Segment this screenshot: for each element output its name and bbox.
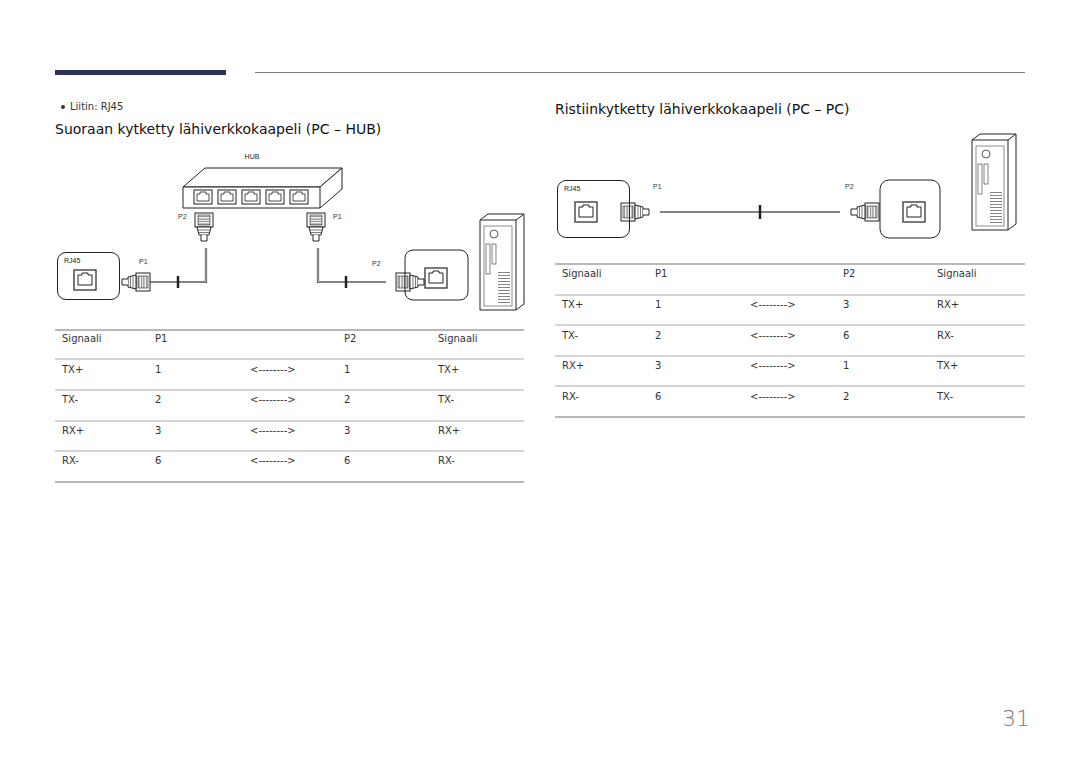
section-heading: Suoraan kytketty lähiverkkokaapeli (PC –… bbox=[55, 121, 381, 138]
table-cell: 1 bbox=[344, 364, 350, 376]
hub-port-socket bbox=[245, 192, 257, 201]
plug-label: P1 bbox=[653, 182, 662, 191]
table-cell: 3 bbox=[155, 425, 161, 437]
connector-name: RJ45 bbox=[564, 184, 580, 193]
table-cell: <--------> bbox=[250, 364, 296, 376]
hub-port-socket bbox=[269, 192, 281, 201]
hub-port bbox=[242, 190, 260, 204]
table-cell: 3 bbox=[843, 299, 849, 311]
table-cell: <--------> bbox=[250, 425, 296, 437]
table-cell: TX+ bbox=[62, 364, 83, 376]
table-cell: TX- bbox=[62, 394, 78, 406]
hub-outline bbox=[180, 152, 344, 210]
table-cell: 2 bbox=[344, 394, 350, 406]
table-cell: TX- bbox=[937, 391, 953, 403]
table-cell: P1 bbox=[655, 268, 667, 280]
table-cell: 1 bbox=[155, 364, 161, 376]
table-cell: TX- bbox=[562, 330, 578, 342]
hub-port-socket bbox=[197, 192, 209, 201]
page-number: 31 bbox=[1002, 706, 1030, 732]
hub-port-socket bbox=[293, 192, 305, 201]
table-cell: P1 bbox=[155, 333, 167, 345]
plug-label: P2 bbox=[845, 182, 854, 191]
table-cell: 6 bbox=[843, 330, 849, 342]
hub-port bbox=[266, 190, 284, 204]
plug-label: P1 bbox=[139, 257, 148, 266]
plug-label: P2 bbox=[178, 212, 187, 221]
table-cell: 1 bbox=[843, 360, 849, 372]
table-cell: 2 bbox=[843, 391, 849, 403]
table-cell: RX+ bbox=[438, 425, 460, 437]
table-cell: P2 bbox=[344, 333, 356, 345]
network-hub: HUB bbox=[180, 152, 344, 210]
table-cell: RX+ bbox=[937, 299, 959, 311]
table-cell: 2 bbox=[655, 330, 661, 342]
table-cell: TX+ bbox=[562, 299, 583, 311]
bullet-note: Liitin: RJ45 bbox=[70, 101, 123, 113]
table-cell: <--------> bbox=[250, 455, 296, 467]
table-cell: 6 bbox=[344, 455, 350, 467]
plug-label: P2 bbox=[372, 259, 381, 268]
table-cell: TX- bbox=[438, 394, 454, 406]
device-name: HUB bbox=[180, 152, 324, 161]
hub-port bbox=[194, 190, 212, 204]
table-cell: <--------> bbox=[750, 299, 796, 311]
table-cell: <--------> bbox=[750, 330, 796, 342]
table-cell: Signaali bbox=[62, 333, 102, 345]
table-cell: RX+ bbox=[562, 360, 584, 372]
table-cell: 3 bbox=[655, 360, 661, 372]
table-cell: Signaali bbox=[438, 333, 478, 345]
table-cell: <--------> bbox=[750, 360, 796, 372]
table-cell: TX+ bbox=[438, 364, 459, 376]
hub-port bbox=[218, 190, 236, 204]
hub-port bbox=[290, 190, 308, 204]
table-cell: RX- bbox=[62, 455, 79, 467]
table-cell: P2 bbox=[843, 268, 855, 280]
table-cell: <--------> bbox=[250, 394, 296, 406]
table-cell: RX- bbox=[562, 391, 579, 403]
table-cell: 3 bbox=[344, 425, 350, 437]
table-cell: RX+ bbox=[62, 425, 84, 437]
hub-front bbox=[183, 168, 342, 208]
rj45-port-box: RJ45 bbox=[557, 180, 630, 238]
table-cell: RX- bbox=[937, 330, 954, 342]
table-cell: 6 bbox=[655, 391, 661, 403]
table-cell: Signaali bbox=[937, 268, 977, 280]
table-cell: Signaali bbox=[562, 268, 602, 280]
hub-top bbox=[183, 168, 342, 187]
plug-label: P1 bbox=[333, 212, 342, 221]
table-cell: 1 bbox=[655, 299, 661, 311]
table-cell: RX- bbox=[438, 455, 455, 467]
hub-port-socket bbox=[221, 192, 233, 201]
table-cell: TX+ bbox=[937, 360, 958, 372]
table-cell: <--------> bbox=[750, 391, 796, 403]
table-cell: 6 bbox=[155, 455, 161, 467]
table-cell: 2 bbox=[155, 394, 161, 406]
section-heading: Ristiinkytketty lähiverkkokaapeli (PC – … bbox=[555, 101, 850, 118]
connector-name: RJ45 bbox=[64, 256, 80, 265]
rj45-port-box: RJ45 bbox=[57, 252, 120, 300]
